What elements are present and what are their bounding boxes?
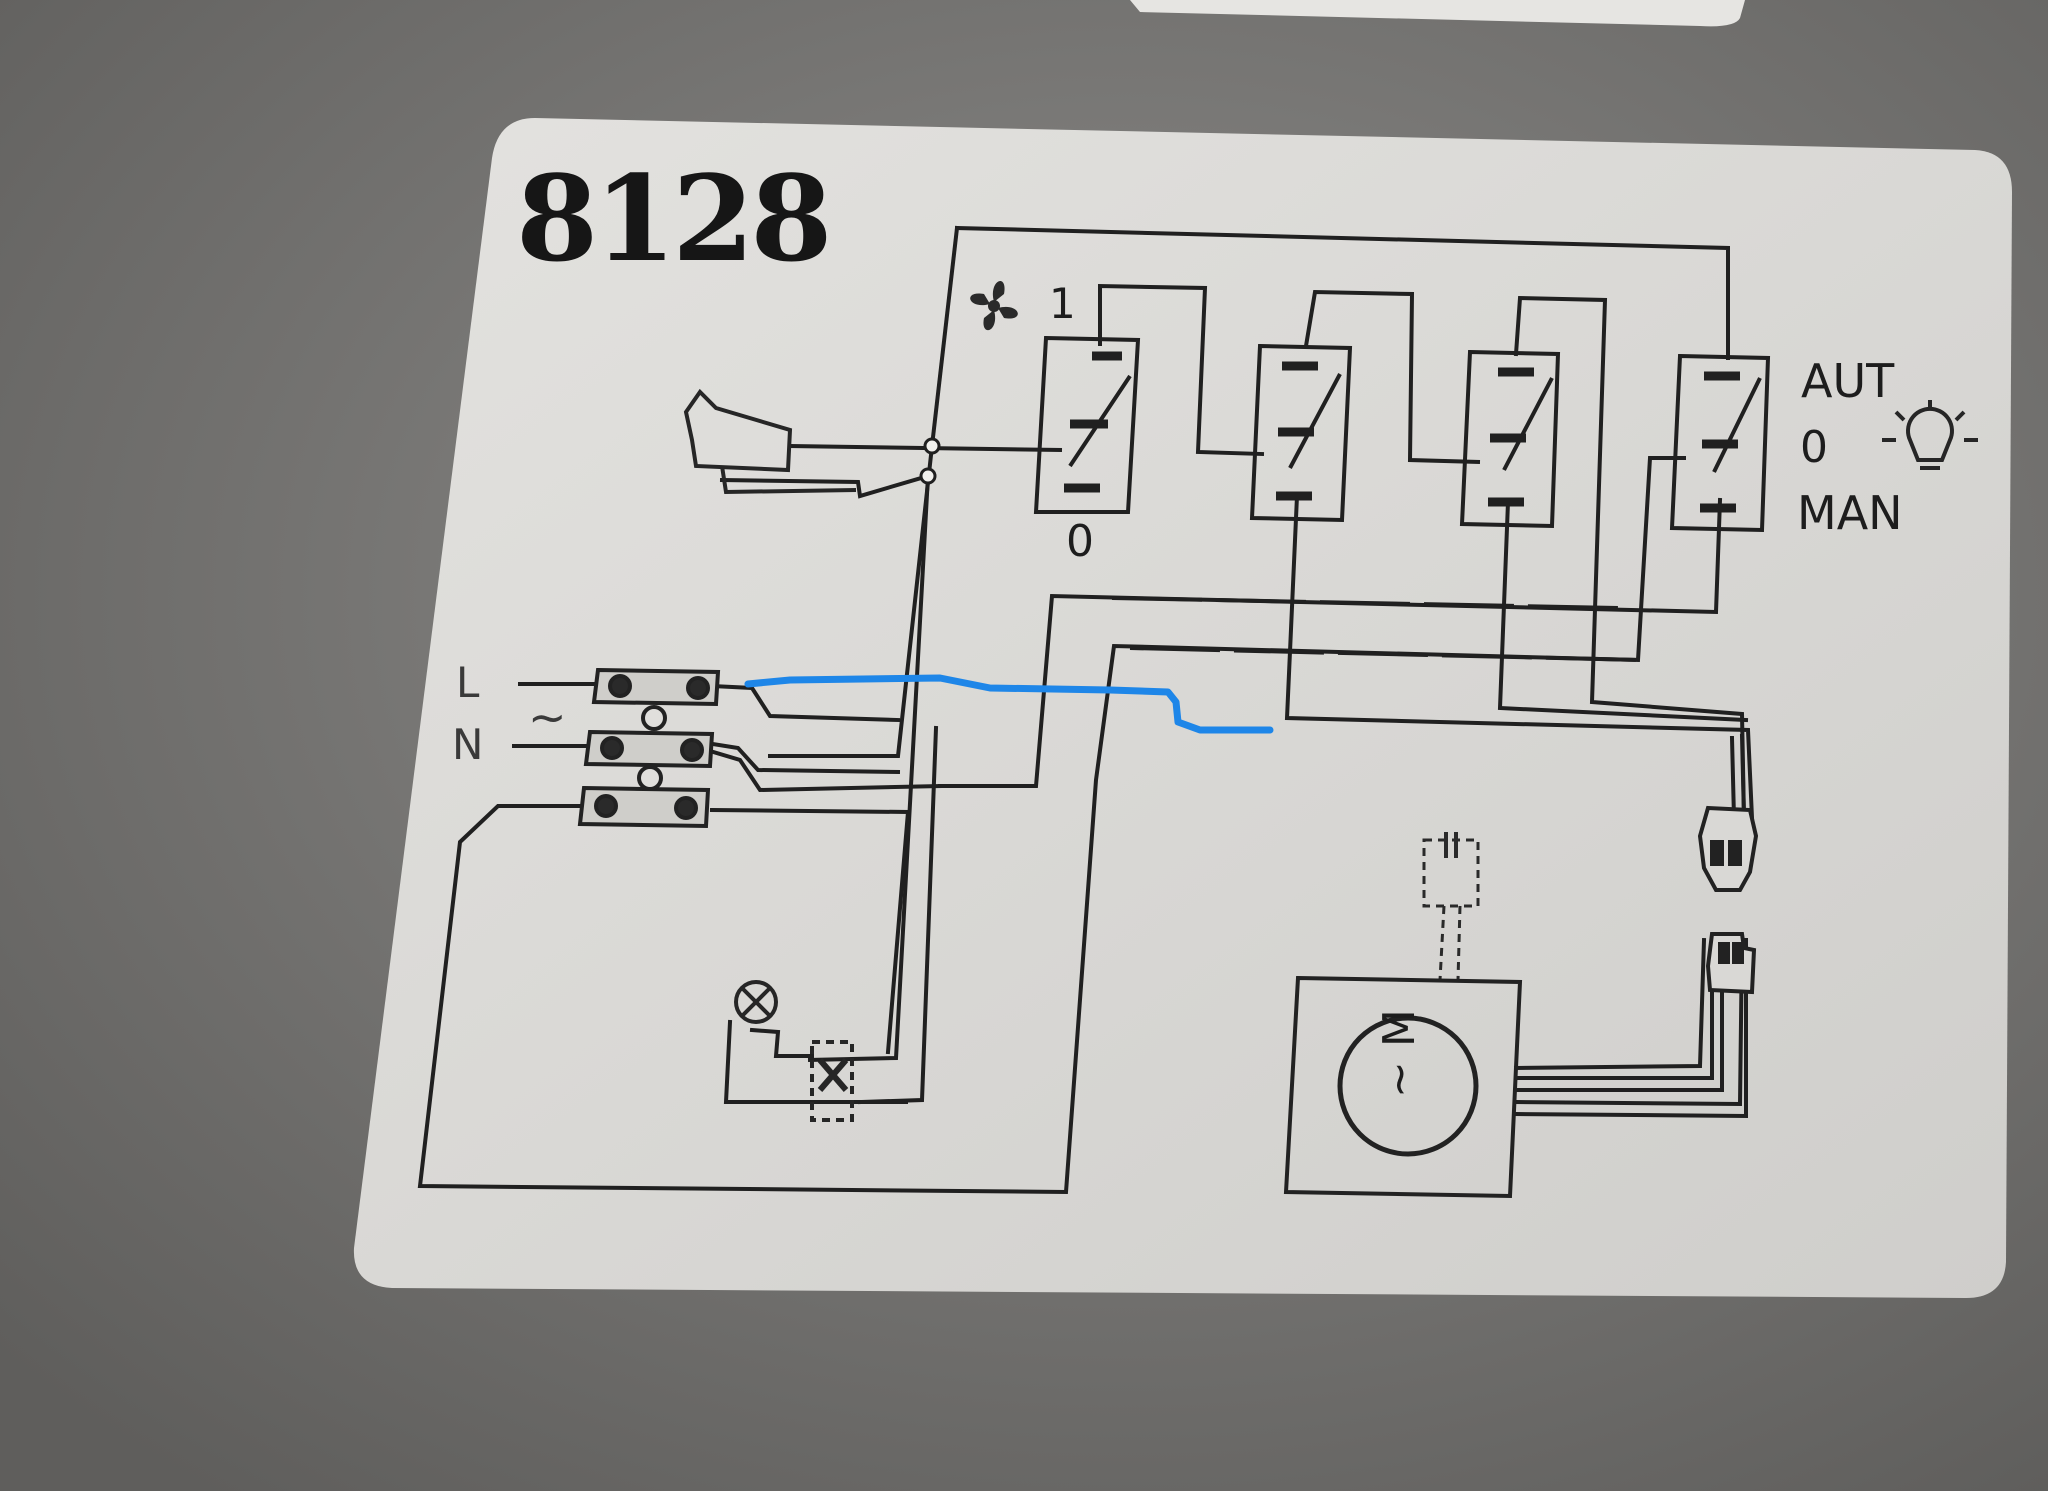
ac-symbol-label: ~ [528,690,567,744]
light-switch[interactable] [1669,353,1771,533]
fan-speed-0-label: 0 [1066,516,1094,567]
wire-terminal-l [709,683,901,723]
lamp-icon [1882,400,1978,470]
dashed-crossings [1111,596,1641,662]
fan-speed-1-label: 1 [1049,279,1076,328]
wire-switch3-down [1497,499,1749,723]
wire-terminal-n2 [697,745,943,793]
wire-switch2-top [1303,289,1481,465]
light-mode-aut-label: AUT [1801,354,1895,408]
light-mode-man-label: MAN [1797,486,1903,540]
mains-l-label: L [456,658,480,707]
wire-terminal-n [697,739,901,775]
microswitch-icon [683,388,857,495]
connector-socket-icon [1705,932,1757,995]
wire-pe-loop [709,807,911,1055]
circuit-lines [417,225,1755,1195]
wire-microswitch-b [719,473,931,499]
harness-1 [1513,937,1707,1071]
wire-light-switch-bottom [938,497,1723,788]
harness-4 [1513,937,1745,1107]
fan-switch-2[interactable] [1249,343,1353,523]
wire-bus-down [929,225,960,449]
light-mode-0-label: 0 [1800,422,1828,473]
harness-upper-1 [1739,733,1747,821]
motor-label: ~ M [1374,1009,1425,1098]
connector-plug-icon [1697,805,1759,892]
label-card [353,118,2012,1298]
harness-5 [1513,938,1748,1119]
junction-dots [919,437,941,485]
wire-switch1-top [1098,283,1265,457]
lamp-holder-icon [734,980,854,1122]
wire-lamp-bottom [723,1019,908,1104]
terminal-block[interactable] [577,667,721,829]
blue-annotation-line [744,674,1274,734]
harness-upper-2 [1729,735,1737,821]
fan-switch-3[interactable] [1459,349,1561,529]
capacitor-icon [1422,838,1480,981]
wire-light-switch-left [417,456,1686,1195]
wire-switch2-down [1284,493,1755,821]
wire-trunk-b [807,473,931,1063]
motor-icon [1283,975,1523,1199]
wire-top-bus [954,225,1730,360]
mains-n-label: N [452,720,484,769]
top-paper-edge [1130,0,1745,27]
capacitor-plates [1444,832,1458,858]
wire-trunk-a [768,443,935,758]
model-number: 8128 [516,149,832,288]
fan-switch-1[interactable] [1033,335,1141,514]
fan-icon [970,280,1018,331]
wire-lamp-loop [749,1027,814,1058]
